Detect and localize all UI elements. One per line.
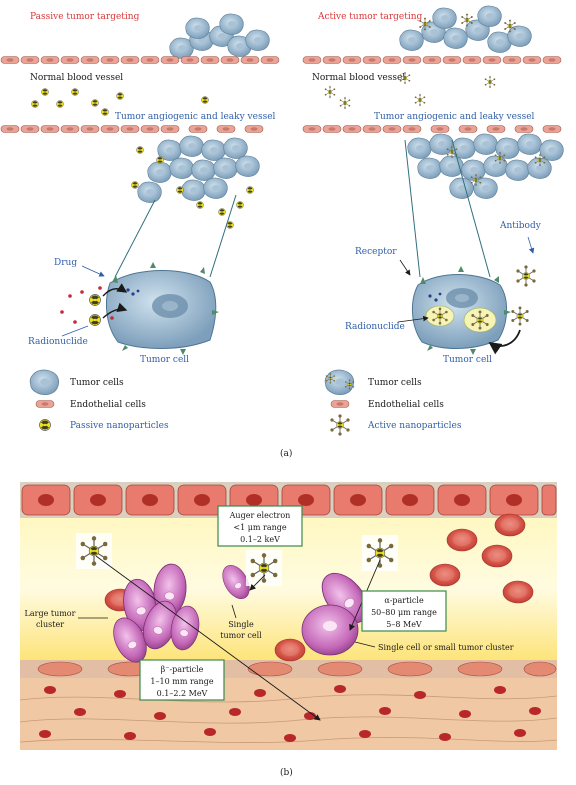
leaky-vessel-label: Tumor angiogenic and leaky vessel [115,112,276,122]
normal-vessel-right [302,56,562,64]
normal-vessel-label-right: Normal blood vessel [312,73,405,83]
tumor-cell-large-left [106,262,219,355]
zoom-lines-left [114,194,237,278]
small-cluster-label: Single cell or small tumor cluster [378,643,514,652]
normal-vessel-label: Normal blood vessel [30,73,123,83]
caption-b: (b) [280,767,293,778]
alpha-title: α-particle [384,596,424,605]
legend-active-nano-icon [330,414,349,435]
legend-right-active-nano: Active nanoparticles [367,421,462,431]
leaky-vessel-left [0,125,264,133]
passive-targeting: Passive tumor targeting Normal blood ves… [0,12,280,432]
auger-energy: 0.1–2 keV [240,535,280,544]
bottom-vessel-wall [20,660,557,678]
passive-title: Passive tumor targeting [30,12,140,22]
legend-right-endothelial-icon [330,400,350,408]
beta-range: 1–10 mm range [150,677,213,686]
top-vessel-wall [20,482,557,518]
antibody-label: Antibody [499,221,542,231]
drug-label: Drug [54,258,77,268]
legend-active-tumor-cell-icon [324,369,354,396]
alpha-box: α-particle 50–80 μm range 5–8 MeV [361,590,447,632]
tumor-cluster-top-left [169,13,270,60]
legend-endothelial-icon [35,400,55,408]
active-title: Active tumor targeting [317,12,422,22]
tumor-cell-large-right [412,266,511,355]
legend-left-endothelial: Endothelial cells [70,400,146,410]
legend-tumor-cell-icon [29,369,60,396]
tumor-mass-left [137,135,260,204]
legend-right: Tumor cells Endothelial cells Active nan… [324,369,462,436]
drug-molecules [60,286,114,324]
active-targeting: Active tumor targeting Normal blood vess… [302,5,564,436]
legend-left: Tumor cells Endothelial cells Passive na… [29,369,169,432]
normal-vessel-left [0,56,280,64]
auger-title: Auger electron [229,511,291,520]
large-cluster-label-1: Large tumor [25,609,76,618]
radionuclide-label-right: Radionuclide [345,322,405,332]
beta-box: β⁻-particle 1–10 mm range 0.1–2.2 MeV [139,659,225,701]
leaky-vessel-right [302,125,562,133]
auger-range: <1 μm range [233,523,287,532]
alpha-range: 50–80 μm range [371,608,437,617]
tissue-layer [19,678,558,750]
tumor-cell-label-left: Tumor cell [140,355,189,365]
radionuclide-label-left: Radionuclide [28,337,88,347]
tumor-mass-right [407,133,564,200]
beta-title: β⁻-particle [161,665,204,674]
auger-box: Auger electron <1 μm range 0.1–2 keV [217,505,303,547]
alpha-energy: 5–8 MeV [386,620,422,629]
beta-energy: 0.1–2.2 MeV [157,689,208,698]
receptor-label: Receptor [355,247,397,257]
large-cluster-label-2: cluster [36,620,64,629]
panel-b-nanoparticles [76,533,398,586]
active-nano-entering [511,306,528,325]
panel-b: Auger electron <1 μm range 0.1–2 keV α-p… [19,482,558,778]
single-cell-label-2: tumor cell [220,631,262,640]
tumor-cell-label-right: Tumor cell [443,355,492,365]
legend-passive-nano-icon [38,418,52,432]
radionuclide-nanoparticle-left-2 [88,313,102,327]
small-tumor-cluster [301,564,378,656]
antibody-nanoparticle [516,265,535,286]
radionuclide-nanoparticle-left-1 [88,293,102,307]
single-cell-label-1: Single [228,620,254,629]
leaky-vessel-label-right: Tumor angiogenic and leaky vessel [374,112,535,122]
caption-a: (a) [280,448,292,459]
zoom-lines-right [404,139,491,278]
legend-right-tumor-cells: Tumor cells [368,378,422,388]
legend-left-passive-nano: Passive nanoparticles [70,421,169,431]
legend-right-endothelial: Endothelial cells [368,400,444,410]
legend-left-tumor-cells: Tumor cells [70,378,124,388]
panel-a: Passive tumor targeting Normal blood ves… [0,5,564,459]
